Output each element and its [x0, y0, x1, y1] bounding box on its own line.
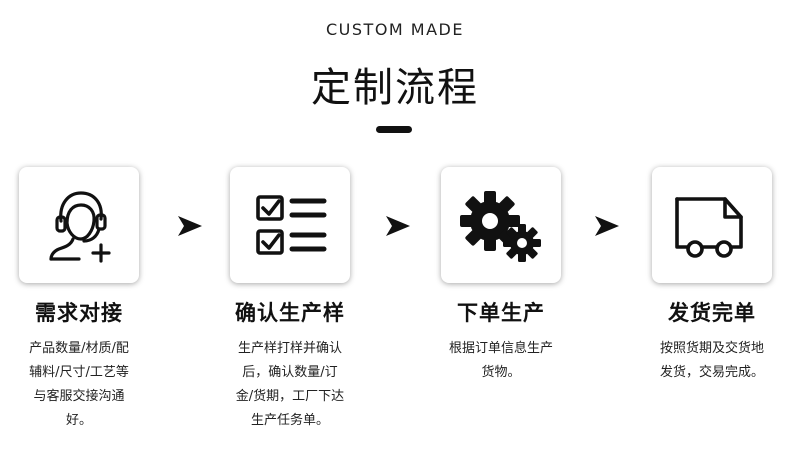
- title-underline: [376, 126, 412, 133]
- step-1-card: [19, 167, 139, 283]
- checklist-icon: [256, 195, 327, 255]
- step-3-description: 根据订单信息生产货物。: [448, 341, 553, 380]
- step-1-title: 需求对接: [35, 301, 123, 325]
- step-4-description: 按照货期及交货地发货，交易完成。: [659, 341, 764, 380]
- step-2-description: 生产样打样并确认后，确认数量/订金/货期，工厂下达生产任务单。: [235, 341, 345, 428]
- subtitle: CUSTOM MADE: [326, 20, 464, 39]
- step-2-card: [230, 167, 350, 283]
- step-4-title: 发货完单: [668, 301, 756, 325]
- step-3: 下单生产 根据订单信息生产货物。: [426, 167, 576, 385]
- gears-icon: [460, 191, 541, 262]
- step-2: 确认生产样 生产样打样并确认后，确认数量/订金/货期，工厂下达生产任务单。: [215, 167, 365, 433]
- step-4-card: [652, 167, 772, 283]
- step-4: 发货完单 按照货期及交货地发货，交易完成。: [637, 167, 787, 385]
- step-1-description: 产品数量/材质/配辅料/尺寸/工艺等与客服交接沟通好。: [29, 341, 129, 428]
- step-3-title: 下单生产: [457, 301, 545, 325]
- delivery-truck-icon: [675, 197, 743, 258]
- step-1: 需求对接 产品数量/材质/配辅料/尺寸/工艺等与客服交接沟通好。: [4, 167, 154, 433]
- step-3-card: [441, 167, 561, 283]
- step-2-title: 确认生产样: [235, 301, 345, 325]
- headset-agent-icon: [49, 191, 111, 263]
- page-title: 定制流程: [311, 65, 479, 111]
